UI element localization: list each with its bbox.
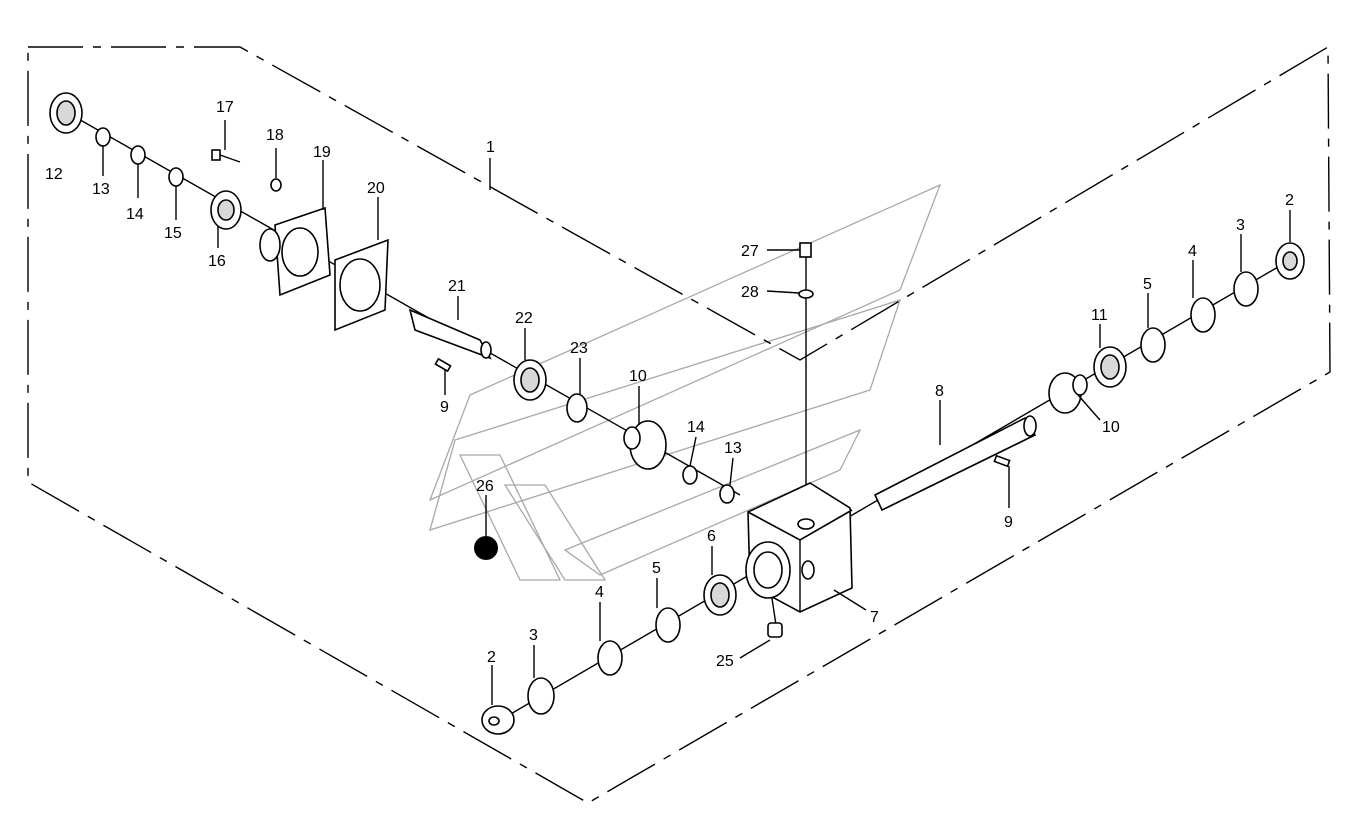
part-10-bevel-gear-right — [1048, 372, 1088, 414]
callout-28: 28 — [741, 284, 759, 301]
callout-21: 21 — [448, 278, 466, 295]
callout-labels: 1 2 2 3 3 4 4 5 5 6 7 8 9 9 10 10 11 12 … — [45, 99, 1294, 670]
callout-19: 19 — [313, 144, 331, 161]
callout-6: 6 — [707, 528, 716, 545]
leader-lines — [102, 120, 1291, 705]
part-7-gearbox-housing — [745, 482, 853, 613]
callout-10: 10 — [629, 368, 647, 385]
part-11-bearing — [1093, 346, 1127, 388]
part-16-bearing — [210, 190, 242, 230]
callout-16: 16 — [208, 253, 226, 270]
part-2-cap-lower — [481, 705, 515, 735]
part-26-ball — [474, 536, 498, 560]
assembly-boundary — [27, 45, 1331, 804]
callout-4: 4 — [595, 584, 604, 601]
part-18-washer — [270, 178, 282, 192]
callout-5: 5 — [1143, 276, 1152, 293]
callout-23: 23 — [570, 340, 588, 357]
watermark-logo — [428, 183, 942, 581]
part-25-plug — [767, 622, 783, 638]
callout-22: 22 — [515, 310, 533, 327]
part-14-ring-mid — [682, 465, 698, 485]
part-28-seal — [798, 289, 814, 299]
part-3-ring-right — [1233, 271, 1259, 307]
part-15-ring — [168, 167, 184, 187]
callout-9: 9 — [1004, 514, 1013, 531]
part-14-ring — [130, 145, 146, 165]
callout-13: 13 — [724, 440, 742, 457]
callout-7: 7 — [870, 609, 879, 626]
callout-13: 13 — [92, 181, 110, 198]
callout-20: 20 — [367, 180, 385, 197]
callout-4: 4 — [1188, 243, 1197, 260]
callout-11: 11 — [1091, 307, 1108, 324]
part-13-ring — [95, 127, 111, 147]
part-9-key-left — [434, 357, 452, 373]
callout-2: 2 — [487, 649, 496, 666]
part-5-ring-lower — [655, 607, 681, 643]
callout-3: 3 — [529, 627, 538, 644]
part-9-key-right — [993, 454, 1011, 468]
callout-1: 1 — [486, 139, 495, 156]
part-8-shaft — [873, 415, 1037, 512]
callout-26: 26 — [476, 478, 494, 495]
part-3-ring-lower — [527, 677, 555, 715]
callout-12: 12 — [45, 166, 63, 183]
part-5-ring-right — [1140, 327, 1166, 363]
callout-5: 5 — [652, 560, 661, 577]
callout-3: 3 — [1236, 217, 1245, 234]
part-21-shaft — [408, 308, 492, 360]
part-20-gasket — [334, 238, 389, 332]
part-13-ring-mid — [719, 484, 735, 504]
callout-17: 17 — [216, 99, 234, 116]
part-19-flange-housing — [259, 206, 331, 297]
part-27-breather — [799, 242, 812, 258]
callout-25: 25 — [716, 653, 734, 670]
callout-8: 8 — [935, 383, 944, 400]
callout-27: 27 — [741, 243, 759, 260]
part-12-bearing — [49, 92, 83, 134]
callout-15: 15 — [164, 225, 182, 242]
callout-2: 2 — [1285, 192, 1294, 209]
callout-14: 14 — [126, 206, 144, 223]
part-4-ring-lower — [597, 640, 623, 676]
part-2-cap-right — [1275, 242, 1305, 280]
part-4-ring-right — [1190, 297, 1216, 333]
callout-9: 9 — [440, 399, 449, 416]
callout-10: 10 — [1102, 419, 1120, 436]
callout-18: 18 — [266, 127, 284, 144]
callout-14: 14 — [687, 419, 705, 436]
part-22-bearing — [513, 359, 547, 401]
part-23-ring — [566, 393, 588, 423]
part-6-bearing — [703, 574, 737, 616]
part-17-bolt — [211, 149, 241, 163]
part-10-bevel-gear-left — [623, 420, 667, 470]
